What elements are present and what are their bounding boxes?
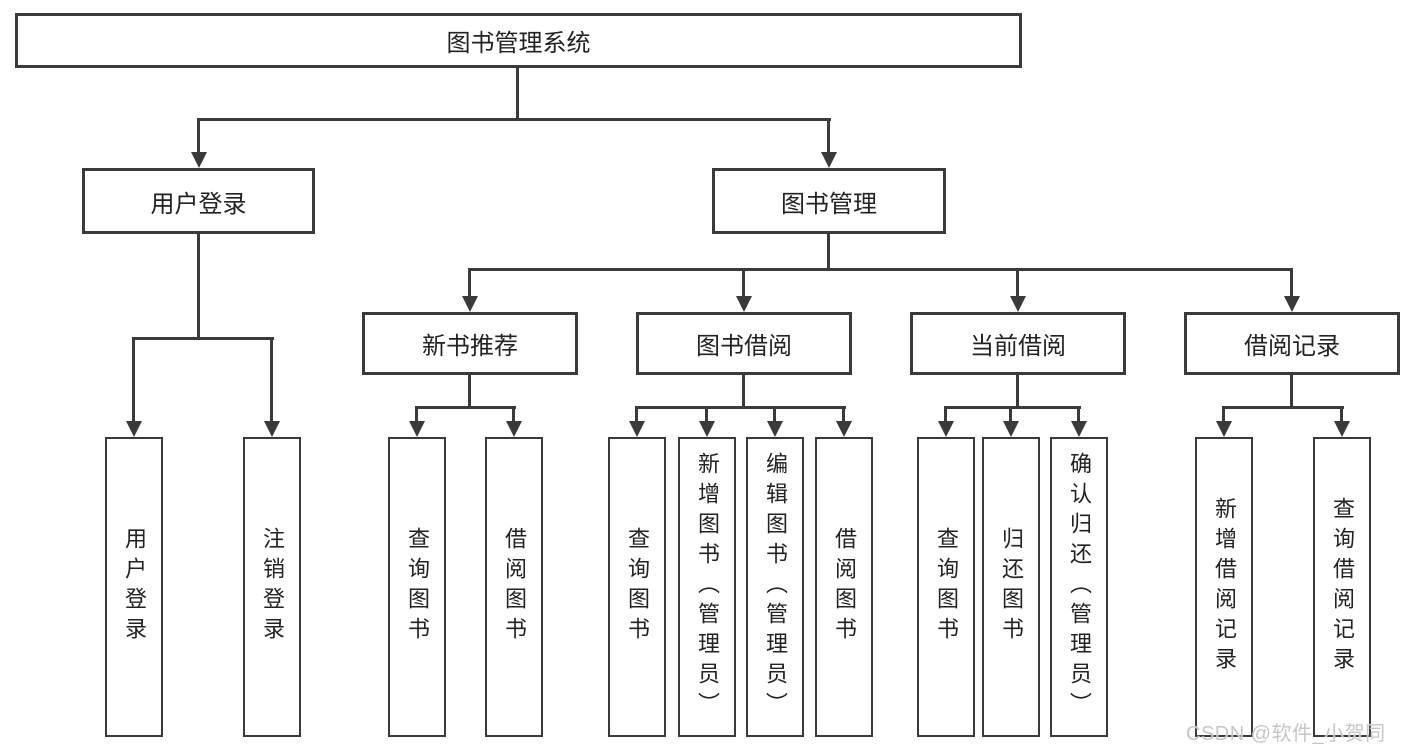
arrow-down-icon: [126, 421, 142, 437]
connector-vline: [270, 337, 273, 423]
connector-vline: [773, 406, 776, 423]
arrow-down-icon: [836, 421, 852, 437]
connector-vline: [132, 337, 135, 423]
connector-vline: [1016, 375, 1019, 406]
connector-vline: [468, 375, 471, 406]
arrow-down-icon: [767, 421, 783, 437]
leaf-borrowing-borrow-books: 借阅图书: [815, 437, 873, 737]
arrow-down-icon: [1071, 421, 1087, 437]
connector-vline: [944, 406, 947, 423]
arrow-down-icon: [629, 421, 645, 437]
connector-vline: [742, 375, 745, 406]
leaf-label: 查询借阅记录: [1330, 497, 1355, 677]
connector-vline: [516, 68, 519, 118]
leaf-newbooks-query-books: 查询图书: [388, 437, 446, 737]
arrow-down-icon: [264, 421, 280, 437]
arrow-down-icon: [821, 152, 837, 168]
connector-vline: [635, 406, 638, 423]
node-book-management: 图书管理: [712, 168, 946, 234]
leaf-current-return-books: 归还图书: [982, 437, 1040, 737]
connector-hline: [635, 406, 846, 409]
arrow-down-icon: [736, 296, 752, 312]
arrow-down-icon: [506, 421, 522, 437]
arrow-down-icon: [462, 296, 478, 312]
connector-vline: [827, 234, 830, 268]
leaf-label: 归还图书: [999, 527, 1024, 647]
leaf-user-login: 用户登录: [105, 437, 163, 737]
leaf-current-confirm-return-admin: 确认归还（管理员）: [1050, 437, 1108, 737]
node-book-borrowing: 图书借阅: [636, 312, 852, 375]
connector-vline: [1077, 406, 1080, 423]
node-user-login: 用户登录: [82, 168, 315, 234]
leaf-label: 查询图书: [625, 527, 650, 647]
node-library-system: 图书管理系统: [15, 13, 1022, 68]
connector-vline: [827, 118, 830, 158]
node-current-borrowing: 当前借阅: [910, 312, 1126, 375]
arrow-down-icon: [1003, 421, 1019, 437]
leaf-label: 新增图书（管理员）: [695, 452, 720, 722]
connector-hline: [132, 337, 274, 340]
arrow-down-icon: [699, 421, 715, 437]
leaf-current-query-books: 查询图书: [917, 437, 975, 737]
connector-vline: [705, 406, 708, 423]
connector-vline: [1009, 406, 1012, 423]
leaf-label: 注销登录: [260, 527, 285, 647]
connector-vline: [1016, 268, 1019, 298]
connector-vline: [468, 268, 471, 298]
node-borrow-records: 借阅记录: [1184, 312, 1400, 375]
connector-vline: [1222, 406, 1225, 423]
leaf-label: 确认归还（管理员）: [1067, 452, 1092, 722]
connector-hline: [198, 118, 831, 121]
node-new-book-recommend: 新书推荐: [362, 312, 578, 375]
node-user-login-label: 用户登录: [150, 190, 247, 218]
node-book-borrowing-label: 图书借阅: [696, 333, 792, 360]
arrow-down-icon: [1216, 421, 1232, 437]
connector-vline: [1340, 406, 1343, 423]
connector-vline: [415, 406, 418, 423]
leaf-label: 用户登录: [122, 527, 147, 647]
connector-vline: [512, 406, 515, 423]
leaf-label: 新增借阅记录: [1212, 497, 1237, 677]
node-borrow-records-label: 借阅记录: [1244, 333, 1340, 360]
connector-hline: [944, 406, 1081, 409]
connector-hline: [1222, 406, 1344, 409]
leaf-records-add-record: 新增借阅记录: [1195, 437, 1253, 737]
connector-hline: [415, 406, 516, 409]
leaf-label: 借阅图书: [832, 527, 857, 647]
arrow-down-icon: [1334, 421, 1350, 437]
node-current-borrowing-label: 当前借阅: [970, 333, 1066, 360]
leaf-borrowing-add-books-admin: 新增图书（管理员）: [678, 437, 736, 737]
node-new-book-recommend-label: 新书推荐: [422, 333, 518, 360]
leaf-label: 借阅图书: [502, 527, 527, 647]
connector-vline: [1290, 268, 1293, 298]
connector-vline: [742, 268, 745, 298]
connector-vline: [197, 234, 200, 337]
leaf-label: 编辑图书（管理员）: [763, 452, 788, 722]
csdn-watermark: CSDN @软件_小贺同学: [1186, 723, 1386, 745]
connector-hline: [468, 268, 1292, 271]
leaf-label: 查询图书: [934, 527, 959, 647]
connector-vline: [842, 406, 845, 423]
arrow-down-icon: [191, 152, 207, 168]
leaf-newbooks-borrow-books: 借阅图书: [485, 437, 543, 737]
arrow-down-icon: [409, 421, 425, 437]
leaf-borrowing-edit-books-admin: 编辑图书（管理员）: [746, 437, 804, 737]
leaf-borrowing-query-books: 查询图书: [608, 437, 666, 737]
connector-vline: [1290, 375, 1293, 406]
arrow-down-icon: [938, 421, 954, 437]
leaf-logout: 注销登录: [243, 437, 301, 737]
connector-vline: [197, 118, 200, 158]
node-library-system-label: 图书管理系统: [446, 30, 591, 57]
arrow-down-icon: [1010, 296, 1026, 312]
arrow-down-icon: [1284, 296, 1300, 312]
leaf-label: 查询图书: [405, 527, 430, 647]
node-book-management-label: 图书管理: [781, 190, 877, 218]
leaf-records-query-record: 查询借阅记录: [1313, 437, 1371, 737]
